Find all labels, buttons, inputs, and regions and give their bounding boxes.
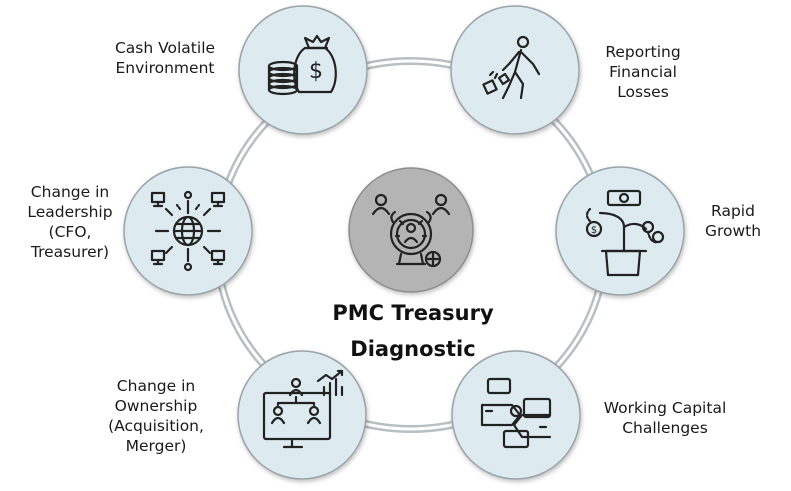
- node-circle: [237, 350, 367, 480]
- money-plant-growth-icon: $: [585, 189, 665, 277]
- label-line: Challenges: [622, 419, 708, 437]
- label-line: Cash Volatile: [114, 39, 216, 57]
- node-cash-volatile: $: [238, 5, 368, 135]
- svg-text:$: $: [591, 225, 597, 236]
- node-circle: [238, 5, 368, 135]
- node-reporting-losses: [450, 5, 580, 135]
- label-line: Growth: [704, 222, 762, 240]
- label-line: Ownership: [114, 397, 198, 415]
- global-network-icon: [150, 190, 226, 272]
- label-change-ownership: Change in Ownership (Acquisition, Merger): [96, 376, 216, 456]
- label-line: Losses: [617, 83, 669, 101]
- svg-text:$: $: [309, 59, 323, 84]
- money-bag-coins-icon: $: [267, 34, 337, 96]
- label-change-leadership: Change in Leadership (CFO, Treasurer): [10, 182, 130, 262]
- label-line: (CFO,: [48, 223, 92, 241]
- label-line: Merger): [125, 437, 187, 455]
- label-line: Working Capital: [603, 399, 727, 417]
- center-hub: [348, 167, 474, 293]
- label-line: (Acquisition,: [108, 417, 204, 435]
- label-line: Change in: [116, 377, 196, 395]
- people-brain-gears-icon: [371, 193, 451, 268]
- node-circle: [555, 166, 685, 296]
- label-line: Reporting: [605, 43, 681, 61]
- label-line: Rapid: [711, 202, 755, 220]
- node-working-capital: [451, 350, 581, 480]
- node-change-ownership: [237, 350, 367, 480]
- label-line: Change in: [30, 183, 110, 201]
- center-circle: [348, 167, 474, 293]
- label-line: Treasurer): [30, 243, 110, 261]
- label-line: Diagnostic: [350, 337, 476, 361]
- handshake-money-icon: [480, 377, 552, 449]
- label-line: Environment: [115, 59, 215, 77]
- label-line: PMC Treasury: [332, 301, 494, 325]
- node-rapid-growth: $: [555, 166, 685, 296]
- label-line: Leadership: [27, 203, 113, 221]
- person-dropping-money-icon: [482, 35, 541, 100]
- label-line: Financial: [609, 63, 677, 81]
- node-change-leadership: [123, 166, 253, 296]
- org-chart-monitor-icon: [262, 369, 344, 449]
